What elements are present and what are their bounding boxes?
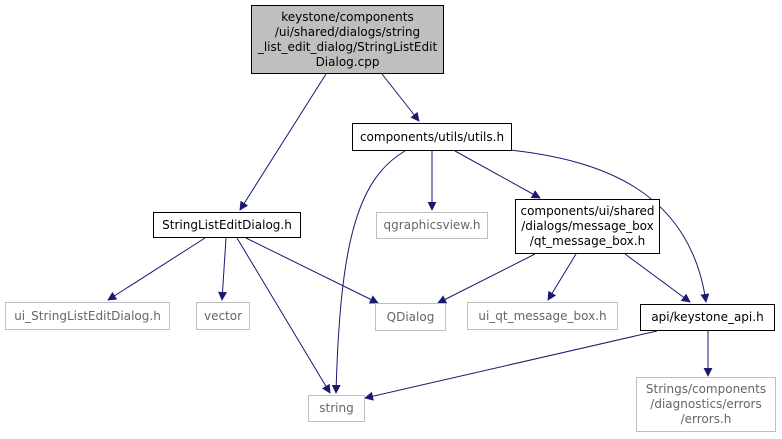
label-line: StringListEditDialog.h <box>162 217 292 232</box>
label-line: Dialog.cpp <box>315 54 380 69</box>
edge-utils-to-qt-message-box <box>454 150 541 199</box>
node-utils-h[interactable]: components/utils/utils.h <box>352 123 512 151</box>
label-line: ui_qt_message_box.h <box>478 308 607 323</box>
edge-root-to-utils <box>381 73 420 122</box>
node-label: api/keystone_api.h <box>651 310 763 325</box>
label-line: string <box>319 401 354 415</box>
node-stringlisteditdialog-cpp: keystone/components/ui/shared/dialogs/st… <box>251 5 444 74</box>
label-line: QDialog <box>386 309 435 324</box>
node-errors-h: Strings/components/diagnostics/errors/er… <box>636 377 776 432</box>
edge-root-to-stringlisteditdialog-h <box>239 73 327 211</box>
node-ui-qt-message-box-h: ui_qt_message_box.h <box>467 302 618 330</box>
label-line: keystone/components <box>281 9 414 24</box>
label-line: components/ui/shared <box>520 204 655 218</box>
label-line: /qt_message_box.h <box>529 234 646 248</box>
node-ui-stringlisteditdialog-h: ui_StringListEditDialog.h <box>5 302 170 330</box>
node-label: components/ui/shared/dialogs/message_box… <box>520 204 654 249</box>
node-label: QDialog <box>387 310 435 325</box>
edge-stringlisteditdialog-h-to-qdialog <box>245 237 379 304</box>
node-label: string <box>319 401 353 416</box>
edge-keystone-api-to-string <box>364 330 658 401</box>
node-qgraphicsview-h: qgraphicsview.h <box>376 212 488 239</box>
edge-stringlisteditdialog-h-to-ui-stringlisteditdialog-h <box>107 237 206 301</box>
node-keystone-api-h[interactable]: api/keystone_api.h <box>640 304 775 331</box>
label-line: /ui/shared/dialogs/string <box>274 24 421 39</box>
node-label: keystone/components/ui/shared/dialogs/st… <box>258 10 437 70</box>
label-line: /diagnostics/errors <box>650 397 762 411</box>
edge-stringlisteditdialog-h-to-vector <box>218 237 228 301</box>
label-line: qgraphicsview.h <box>383 218 481 232</box>
node-qdialog: QDialog <box>375 303 446 331</box>
node-label: StringListEditDialog.h <box>162 218 292 233</box>
label-line: ui_StringListEditDialog.h <box>14 308 161 323</box>
label-line: Strings/components <box>645 382 767 396</box>
edge-qt-message-box-to-keystone-api <box>624 253 691 303</box>
edge-stringlisteditdialog-h-to-string <box>236 237 331 394</box>
label-line: /dialogs/message_box <box>521 219 654 233</box>
node-label: components/utils/utils.h <box>360 130 504 145</box>
label-line: api/keystone_api.h <box>651 310 764 324</box>
node-qt-message-box-h[interactable]: components/ui/shared/dialogs/message_box… <box>515 199 660 254</box>
label-line: /errors.h <box>680 412 732 426</box>
node-label: ui_qt_message_box.h <box>478 309 606 324</box>
node-label: Strings/components/diagnostics/errors/er… <box>646 382 766 427</box>
label-line: _list_edit_dialog/StringListEdit <box>257 39 438 54</box>
label-line: vector <box>203 308 243 323</box>
edge-qt-message-box-to-ui-qt-message-box <box>547 253 577 301</box>
edge-utils-to-string <box>331 150 406 394</box>
node-label: ui_StringListEditDialog.h <box>14 309 161 324</box>
edge-utils-to-keystone-api <box>509 149 710 303</box>
label-line: components/utils/utils.h <box>359 129 505 144</box>
node-label: qgraphicsview.h <box>384 218 481 233</box>
node-string: string <box>308 395 365 422</box>
edge-qt-message-box-to-qdialog <box>437 253 536 304</box>
node-label: vector <box>204 309 242 324</box>
node-stringlisteditdialog-h[interactable]: StringListEditDialog.h <box>153 212 301 238</box>
node-vector: vector <box>196 302 250 330</box>
